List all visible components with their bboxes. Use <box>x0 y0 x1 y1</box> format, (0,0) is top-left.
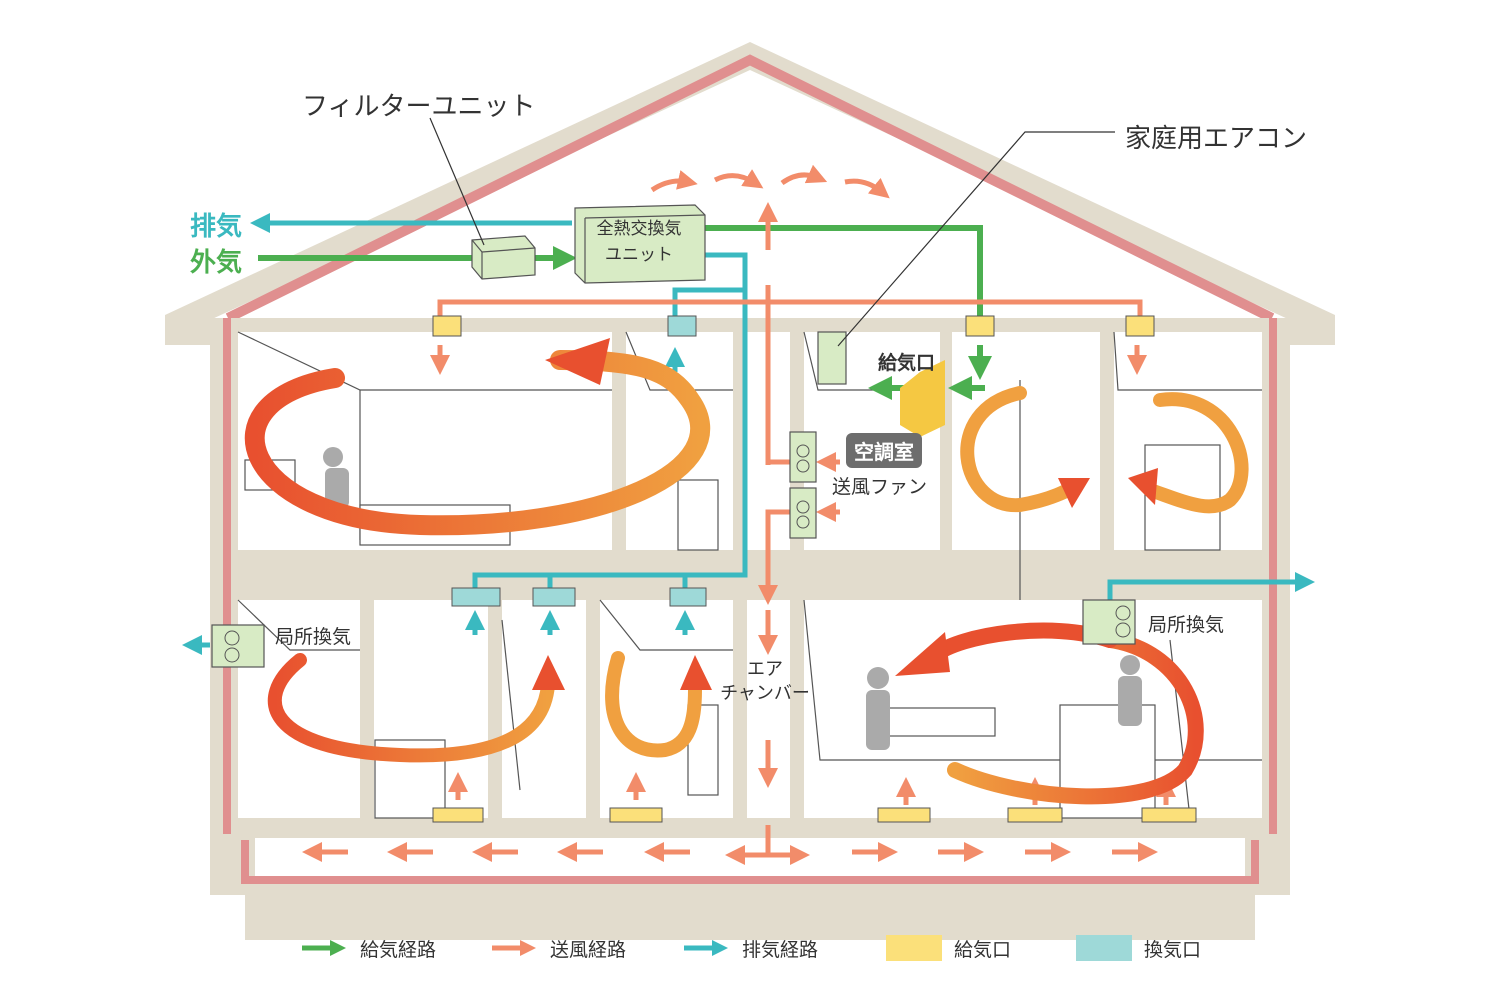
local-vent-fans <box>211 599 1136 668</box>
circulation-flows <box>244 338 1249 805</box>
supply-port-label: 給気口 <box>878 352 936 374</box>
home-aircon-label: 家庭用エアコン <box>1125 124 1308 154</box>
leader-lines <box>429 117 1115 347</box>
filter-unit-box <box>471 235 536 280</box>
erv-unit-label-line2: ユニット <box>605 245 673 265</box>
green-arrow-icon <box>302 940 346 956</box>
underfloor-chamber <box>255 838 1245 878</box>
floor-1f <box>238 818 1262 834</box>
partition-chamber-right <box>790 332 804 818</box>
erv-unit-label: 全熱交換気 ユニット <box>578 216 700 268</box>
yellow-swatch-icon <box>886 935 942 961</box>
legend-label: 送風経路 <box>550 938 627 961</box>
legend-item-vent-port: 換気口 <box>1076 934 1201 962</box>
partition <box>1000 550 1008 600</box>
air-chamber-label-line1: エア <box>747 659 783 680</box>
legend-item-supply-port: 給気口 <box>886 934 1011 962</box>
floor-supply-ports <box>432 807 1197 823</box>
legend-label: 排気経路 <box>742 938 819 961</box>
legend-label: 給気経路 <box>360 938 437 961</box>
floor-2f <box>238 550 1262 600</box>
partition <box>488 600 502 818</box>
local-vent-left-label: 局所換気 <box>275 626 352 648</box>
legend-label: 給気口 <box>954 938 1012 961</box>
exhaust-label: 排気 <box>190 212 243 242</box>
ac-room-badge: 空調室 <box>846 433 922 468</box>
air-chamber-label: エア チャンバー <box>700 658 830 706</box>
aqua-swatch-icon <box>1076 935 1132 961</box>
ceiling-supply-ports <box>432 315 1155 337</box>
ceiling-2f <box>238 318 1262 332</box>
erv-unit-label-line1: 全熱交換気 <box>596 219 682 239</box>
filter-unit-label: フィルターユニット <box>302 92 536 122</box>
legend-label: 換気口 <box>1144 938 1202 961</box>
roof-insulation <box>225 54 1275 323</box>
ac-room-duct <box>900 360 945 437</box>
legend-item-exhaust-path: 排気経路 <box>682 934 818 962</box>
blower-fan-units <box>789 431 817 539</box>
outside-air-label: 外気 <box>190 248 243 278</box>
underfloor-insulation <box>241 840 1259 884</box>
teal-arrow-icon <box>684 940 728 956</box>
partition <box>360 600 374 818</box>
erv-unit-box <box>574 204 706 284</box>
partition <box>1100 332 1114 550</box>
supply-paths <box>258 225 992 400</box>
aircon-box <box>817 331 847 385</box>
blower-fan-label: 送風ファン <box>832 476 928 498</box>
person-silhouettes <box>323 447 1142 750</box>
ceiling-vent-ports <box>451 315 707 607</box>
legend-item-supply-path: 給気経路 <box>300 934 436 962</box>
partition <box>586 600 600 818</box>
salmon-arrow-icon <box>492 940 536 956</box>
air-chamber-label-line2: チャンバー <box>720 683 810 704</box>
local-vent-right-label: 局所換気 <box>1148 614 1225 636</box>
legend-item-blow-path: 送風経路 <box>490 934 626 962</box>
exhaust-paths <box>182 213 1315 655</box>
